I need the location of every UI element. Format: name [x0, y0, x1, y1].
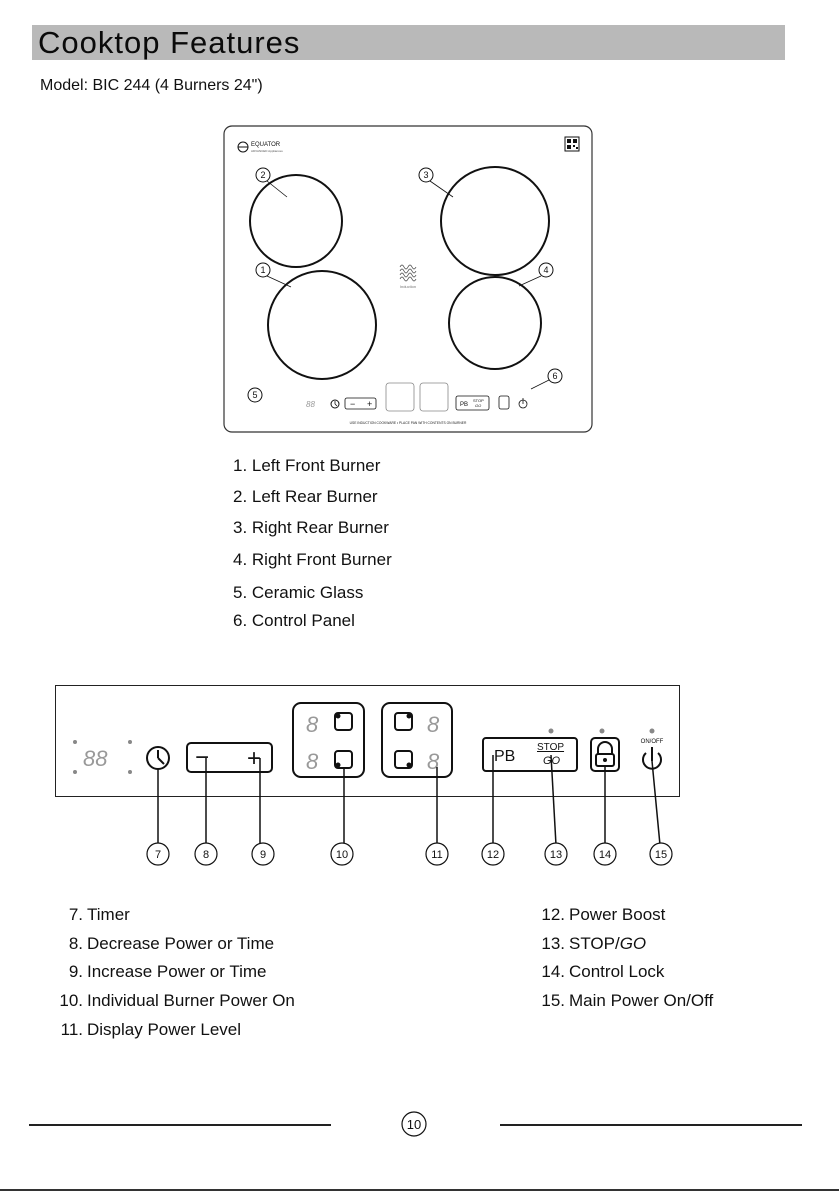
burner-left-front: [267, 270, 377, 380]
svg-text:8: 8: [427, 712, 440, 737]
control-panel-diagram: 88 − + 8 8 8 8 PB STOP GO: [55, 685, 680, 866]
svg-text:+: +: [367, 399, 372, 409]
svg-text:88: 88: [306, 400, 315, 409]
page-title: Cooktop Features: [38, 25, 301, 60]
power-adjust-slider: − +: [186, 742, 273, 773]
callout-12: 12: [487, 849, 499, 861]
svg-text:8: 8: [427, 749, 440, 774]
plus-icon: +: [247, 745, 261, 772]
list-item: 10.Individual Burner Power On: [59, 991, 295, 1010]
svg-text:ADVANCED Appliances: ADVANCED Appliances: [251, 149, 283, 153]
list-item: 13.STOP/GO: [541, 934, 647, 953]
list-item: 12.Power Boost: [541, 905, 666, 924]
title-bar: Cooktop Features: [32, 25, 785, 60]
svg-text:8: 8: [306, 712, 319, 737]
timer-display: 88: [73, 740, 132, 774]
qr-code-icon: [564, 136, 580, 152]
svg-text:GO: GO: [475, 403, 481, 408]
callout-14: 14: [599, 849, 611, 861]
minus-icon: −: [195, 744, 209, 771]
induction-label: Induction: [400, 284, 416, 289]
callout-6: 6: [552, 371, 557, 381]
callout-4: 4: [543, 265, 548, 275]
callout-9: 9: [260, 849, 266, 861]
callout-3: 3: [423, 170, 428, 180]
list-item: 15.Main Power On/Off: [541, 991, 714, 1010]
callout-11: 11: [431, 849, 442, 861]
svg-text:PB: PB: [460, 402, 468, 408]
mini-control-panel: 88 − + PB STOP GO: [306, 382, 528, 412]
list-item: 9.Increase Power or Time: [68, 962, 267, 981]
model-label: Model: BIC 244 (4 Burners 24"): [40, 77, 263, 94]
equator-logo: EQUATOR ADVANCED Appliances: [237, 141, 283, 153]
svg-text:−: −: [350, 399, 355, 409]
svg-text:EQUATOR: EQUATOR: [251, 142, 281, 148]
cooktop-diagram: EQUATOR ADVANCED Appliances Induction 2 …: [223, 125, 593, 433]
burner-selector-left: 8 8: [292, 702, 365, 778]
svg-text:STOP: STOP: [473, 398, 484, 403]
burner-left-rear: [249, 174, 343, 268]
callout-5: 5: [252, 390, 257, 400]
list-item: 4. Right Front Burner: [233, 550, 392, 569]
callout-15: 15: [655, 849, 667, 861]
induction-icon: [399, 264, 417, 282]
list-item: 6. Control Panel: [233, 611, 355, 630]
timer-digits: 88: [83, 746, 108, 771]
callout-1: 1: [260, 265, 265, 275]
list-item: 7.Timer: [68, 905, 130, 924]
onoff-label: ON/OFF: [641, 739, 664, 745]
list-item: 5. Ceramic Glass: [233, 583, 364, 602]
callout-2: 2: [260, 170, 265, 180]
list-item: 3. Right Rear Burner: [233, 518, 389, 537]
footer-rule-left: [29, 1124, 331, 1126]
pb-label: PB: [494, 748, 515, 765]
burner-right-rear: [440, 166, 550, 276]
list-item: 8.Decrease Power or Time: [68, 934, 275, 953]
burner-right-front: [448, 276, 542, 370]
list-item: 14.Control Lock: [541, 962, 665, 981]
stop-label: STOP: [537, 742, 564, 753]
bottom-border: [0, 1189, 839, 1191]
list-item: 11.Display Power Level: [60, 1020, 242, 1039]
callout-10: 10: [336, 849, 348, 861]
footer-rule-right: [500, 1124, 802, 1126]
page-number: 10: [401, 1111, 427, 1137]
list-item: 1. Left Front Burner: [233, 456, 381, 475]
callout-8: 8: [203, 849, 209, 861]
list-item: 2. Left Rear Burner: [233, 487, 378, 506]
callout-7: 7: [155, 849, 161, 861]
svg-text:8: 8: [306, 749, 319, 774]
cooktop-bottom-note: USE INDUCTION COOKWARE • PLACE PAN WITH …: [350, 421, 467, 425]
svg-text:10: 10: [407, 1117, 421, 1132]
callout-13: 13: [550, 849, 562, 861]
